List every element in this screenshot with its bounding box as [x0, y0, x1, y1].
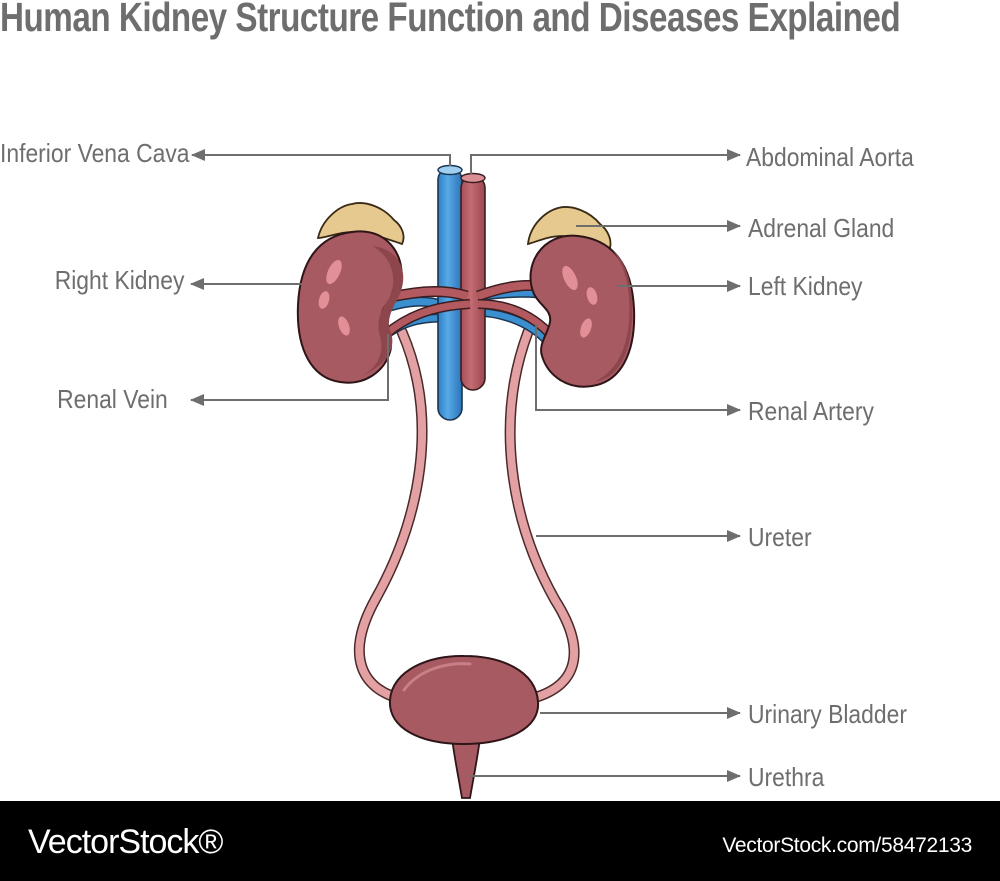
- leader-inferior-vena-cava: [191, 149, 451, 166]
- leader-lines: [190, 149, 741, 782]
- leader-renal-artery: [535, 324, 741, 416]
- label-renal-artery: Renal Artery: [748, 396, 874, 426]
- right-kidney: [296, 230, 404, 384]
- label-urinary-bladder: Urinary Bladder: [748, 699, 907, 729]
- label-abdominal-aorta: Abdominal Aorta: [746, 142, 914, 172]
- label-adrenal-gland: Adrenal Gland: [748, 213, 895, 243]
- leader-renal-vein: [190, 334, 389, 406]
- label-urethra: Urethra: [748, 762, 825, 792]
- abdominal-aorta: [460, 172, 486, 391]
- urinary-bladder: [388, 654, 540, 799]
- urethra-tube: [450, 737, 482, 799]
- stock-image-id: VectorStock.com/58472133: [722, 834, 972, 857]
- label-renal-vein: Renal Vein: [57, 384, 168, 414]
- ureters: [354, 326, 580, 706]
- left-kidney: [529, 234, 636, 388]
- brand-logo: VectorStock®: [28, 823, 223, 861]
- page-title: Human Kidney Structure Function and Dise…: [0, 0, 901, 40]
- label-inferior-vena-cava: Inferior Vena Cava: [0, 138, 190, 168]
- urinary-system-diagram: [190, 149, 741, 799]
- label-ureter: Ureter: [748, 522, 812, 552]
- leader-abdominal-aorta: [470, 149, 741, 174]
- label-right-kidney: Right Kidney: [54, 265, 184, 295]
- label-left-kidney: Left Kidney: [748, 271, 863, 301]
- footer-bar: VectorStock® VectorStock.com/58472133: [0, 801, 1000, 881]
